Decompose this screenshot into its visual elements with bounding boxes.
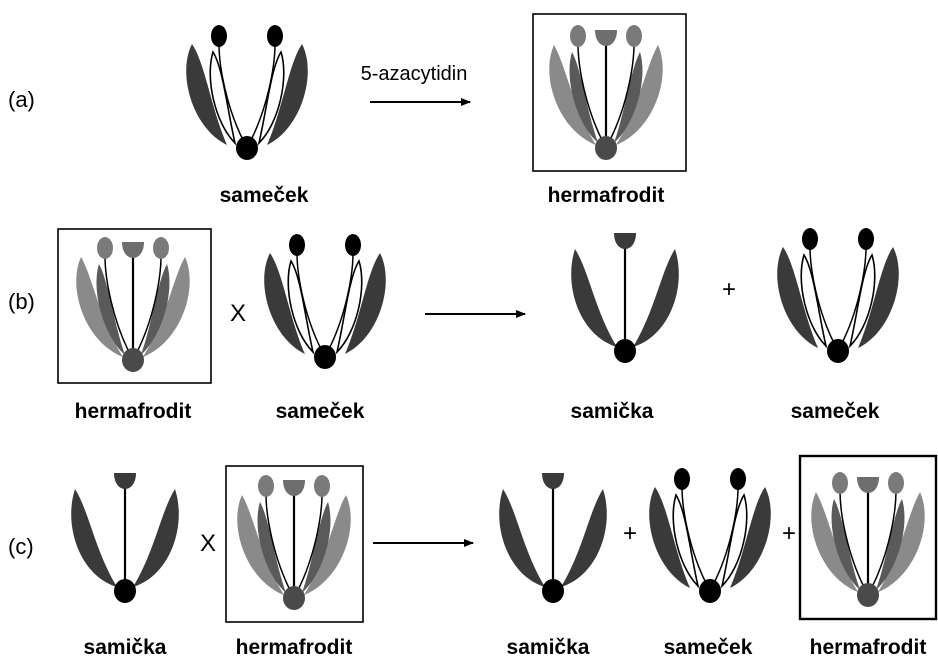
herm-flower-c — [237, 475, 350, 610]
male-flower-b — [264, 234, 386, 369]
male-flower-b2 — [777, 228, 899, 363]
caption-male-b2: sameček — [791, 400, 880, 423]
caption-male-b: sameček — [276, 400, 365, 423]
caption-female-c2: samička — [507, 636, 590, 659]
herm-flower-a — [549, 25, 662, 160]
caption-male-a: sameček — [220, 184, 309, 207]
row-label-c: (c) — [8, 534, 34, 559]
treatment-label: 5-azacytidin — [361, 63, 468, 85]
female-flower-c2 — [499, 473, 607, 603]
caption-female-b: samička — [571, 400, 654, 423]
female-flower-c — [71, 473, 179, 603]
herm-flower-b — [76, 237, 189, 372]
male-flower-a — [186, 25, 308, 160]
caption-herm-c2: hermafrodit — [810, 636, 927, 659]
caption-herm-c: hermafrodit — [236, 636, 353, 659]
caption-herm-b: hermafrodit — [75, 400, 192, 423]
caption-herm-a: hermafrodit — [548, 184, 665, 207]
caption-male-c: sameček — [664, 636, 753, 659]
plus-symbol-b: + — [722, 276, 736, 303]
plus-symbol-c2: + — [782, 520, 796, 547]
cross-symbol-b: X — [230, 300, 246, 327]
female-flower-b — [571, 233, 679, 363]
male-flower-c — [649, 468, 771, 603]
caption-female-c: samička — [84, 636, 167, 659]
plus-symbol-c1: + — [623, 520, 637, 547]
row-label-b: (b) — [8, 289, 35, 314]
herm-flower-c2 — [811, 472, 924, 607]
row-label-a: (a) — [8, 87, 35, 112]
cross-symbol-c: X — [200, 530, 216, 557]
